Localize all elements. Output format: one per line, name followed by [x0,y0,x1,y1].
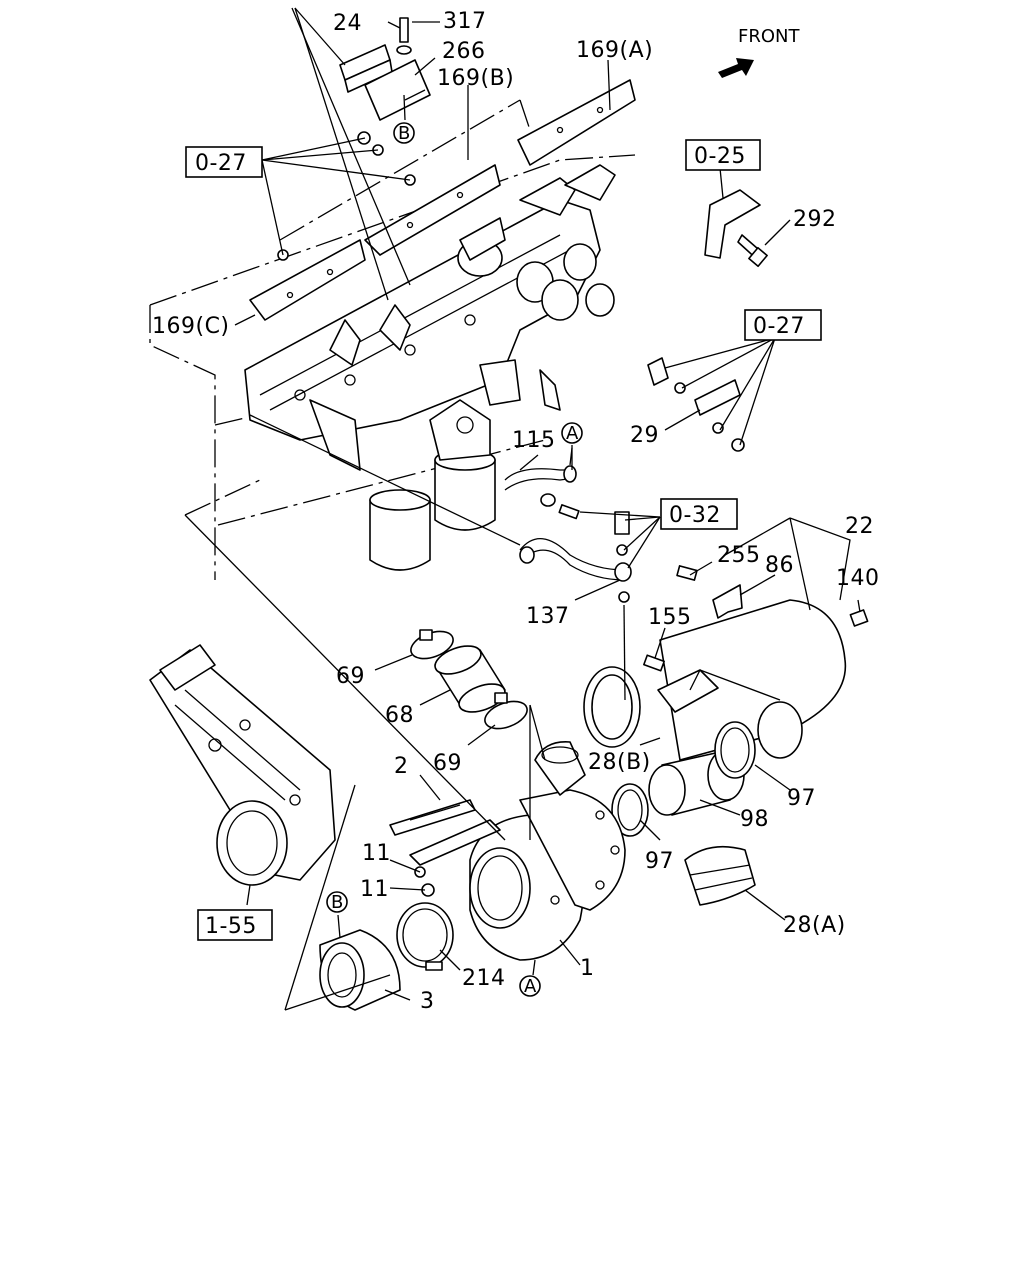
ref-box-032[interactable]: 0-32 [660,498,738,530]
callout-28b[interactable]: 28(B) [588,750,651,775]
callout-22[interactable]: 22 [845,514,874,539]
callout-266[interactable]: 266 [442,39,486,64]
oil-filter [369,399,496,571]
hose-68 [434,645,506,713]
oil-pipe-137 [519,511,632,603]
bolt-155 [643,654,665,672]
callout-292[interactable]: 292 [793,207,837,232]
callout-98[interactable]: 98 [740,807,769,832]
ref-027-top-label: 0-27 [195,151,247,176]
callout-11-bottom[interactable]: 11 [360,877,389,902]
heat-shield-169a [517,79,636,166]
callout-140[interactable]: 140 [836,566,880,591]
callout-86[interactable]: 86 [765,553,794,578]
callout-2[interactable]: 2 [394,754,409,779]
ref-032-label: 0-32 [669,503,721,528]
ref-025-label: 0-25 [694,144,746,169]
ref-box-027-right[interactable]: 0-27 [744,309,822,341]
marker-b-bottom: B [326,891,348,913]
oil-pipe-115 [504,465,580,520]
svg-text:A: A [524,976,537,997]
turbocharger [469,741,626,961]
callout-28a[interactable]: 28(A) [783,913,846,938]
clamp-97-right [714,721,756,779]
pipe-end [757,701,803,759]
svg-text:B: B [331,892,343,913]
front-label: FRONT [738,26,800,47]
callout-97-right[interactable]: 97 [787,786,816,811]
ref-027-right-label: 0-27 [753,314,805,339]
callout-97-left[interactable]: 97 [645,849,674,874]
ref-155-label: 1-55 [205,914,257,939]
marker-a-bottom: A [519,975,541,997]
clamp-69-bottom [484,692,528,730]
front-arrow-icon [718,58,754,78]
callout-69-top[interactable]: 69 [336,664,365,689]
callout-29[interactable]: 29 [630,423,659,448]
svg-text:A: A [566,423,579,444]
callout-69-bottom[interactable]: 69 [433,751,462,776]
heat-shield-169c [249,239,366,321]
callout-255[interactable]: 255 [717,543,761,568]
callout-155[interactable]: 155 [648,605,692,630]
adapter-3 [319,929,401,1011]
callout-169b[interactable]: 169(B) [437,66,514,91]
svg-text:B: B [398,123,410,144]
callout-1[interactable]: 1 [580,956,595,981]
exhaust-manifold [244,164,616,471]
heat-shield-169b [364,164,501,256]
callout-3[interactable]: 3 [420,989,435,1014]
heat-shield-28a [684,845,756,906]
bracket-29 [647,357,741,416]
bracket-86 [676,565,743,619]
ref-box-155[interactable]: 1-55 [197,909,273,941]
callout-24[interactable]: 24 [333,11,362,36]
leader-lines [184,7,861,1011]
flange-plate [409,819,501,866]
ref-box-025[interactable]: 0-25 [685,139,761,171]
clamp-214 [396,902,454,971]
callout-11-top[interactable]: 11 [362,841,391,866]
marker-a-top: A [561,422,583,444]
callout-169c[interactable]: 169(C) [152,314,230,339]
callout-137[interactable]: 137 [526,604,570,629]
bracket-266 [339,17,431,121]
callout-169a[interactable]: 169(A) [576,38,653,63]
intake-pipe-22 [583,599,847,761]
clamp-97-left [611,783,649,837]
callout-214[interactable]: 214 [462,966,506,991]
sensor-140 [849,609,869,627]
nuts-washers [277,131,745,452]
ref-box-027-top[interactable]: 0-27 [185,146,263,178]
gasket-2 [389,799,476,836]
marker-b-top: B [393,122,415,144]
bracket-292 [704,189,768,268]
exhaust-brake-assembly [149,644,336,886]
callout-68[interactable]: 68 [385,703,414,728]
clamp-69-top [410,629,454,660]
callout-115[interactable]: 115 [512,428,556,453]
callout-317[interactable]: 317 [443,9,487,34]
